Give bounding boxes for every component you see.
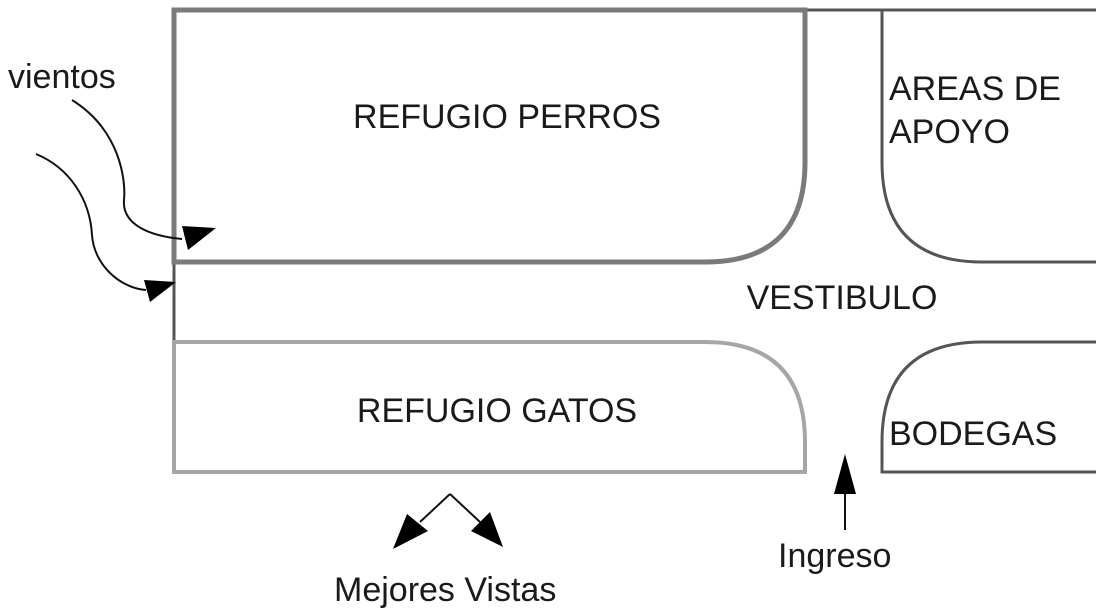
wind-arrow-upper-curve bbox=[71, 99, 183, 240]
view-arrow-left-line bbox=[419, 493, 451, 523]
wind-arrow-icon bbox=[71, 99, 216, 250]
vientos-label: vientos bbox=[8, 58, 116, 96]
areas-apoyo-label-line2: APOYO bbox=[889, 113, 1010, 151]
refugio-gatos-label: REFUGIO GATOS bbox=[357, 392, 637, 430]
entrance-arrow-head bbox=[834, 454, 856, 494]
mejores-vistas-label: Mejores Vistas bbox=[334, 571, 556, 609]
ingreso-label: Ingreso bbox=[778, 537, 891, 575]
areas-apoyo-label-line1: AREAS DE bbox=[889, 70, 1061, 108]
refugio-gatos-outline bbox=[172, 340, 807, 474]
view-arrow-icon bbox=[393, 493, 503, 549]
bodegas-outline bbox=[880, 340, 1096, 474]
bodegas-label: BODEGAS bbox=[889, 415, 1057, 453]
wind-arrow-lower-curve bbox=[35, 153, 147, 291]
vestibulo-label: VESTIBULO bbox=[747, 279, 938, 317]
zone-areas-apoyo: AREAS DE APOYO bbox=[880, 10, 1096, 264]
view-arrow-right-head bbox=[471, 512, 503, 547]
zone-refugio-gatos: REFUGIO GATOS bbox=[172, 340, 807, 474]
zone-bodegas: BODEGAS bbox=[880, 340, 1096, 474]
refugio-perros-label: REFUGIO PERROS bbox=[353, 98, 661, 136]
view-arrow-left-head bbox=[393, 514, 428, 549]
view-arrow-right-line bbox=[449, 493, 481, 523]
wind-arrow-lower-head bbox=[144, 280, 176, 302]
wind-arrow-upper-head bbox=[182, 226, 216, 250]
wind-arrow-icon bbox=[35, 153, 176, 302]
views-annotation: Mejores Vistas bbox=[334, 493, 556, 609]
entrance-annotation: Ingreso bbox=[778, 454, 891, 575]
refugio-perros-outline bbox=[171, 7, 808, 265]
zone-refugio-perros: REFUGIO PERROS bbox=[171, 7, 808, 265]
areas-apoyo-outline bbox=[880, 10, 1096, 264]
site-boundary bbox=[172, 8, 1096, 344]
entrance-arrow-icon bbox=[834, 454, 856, 530]
wind-annotation: vientos bbox=[8, 58, 216, 302]
